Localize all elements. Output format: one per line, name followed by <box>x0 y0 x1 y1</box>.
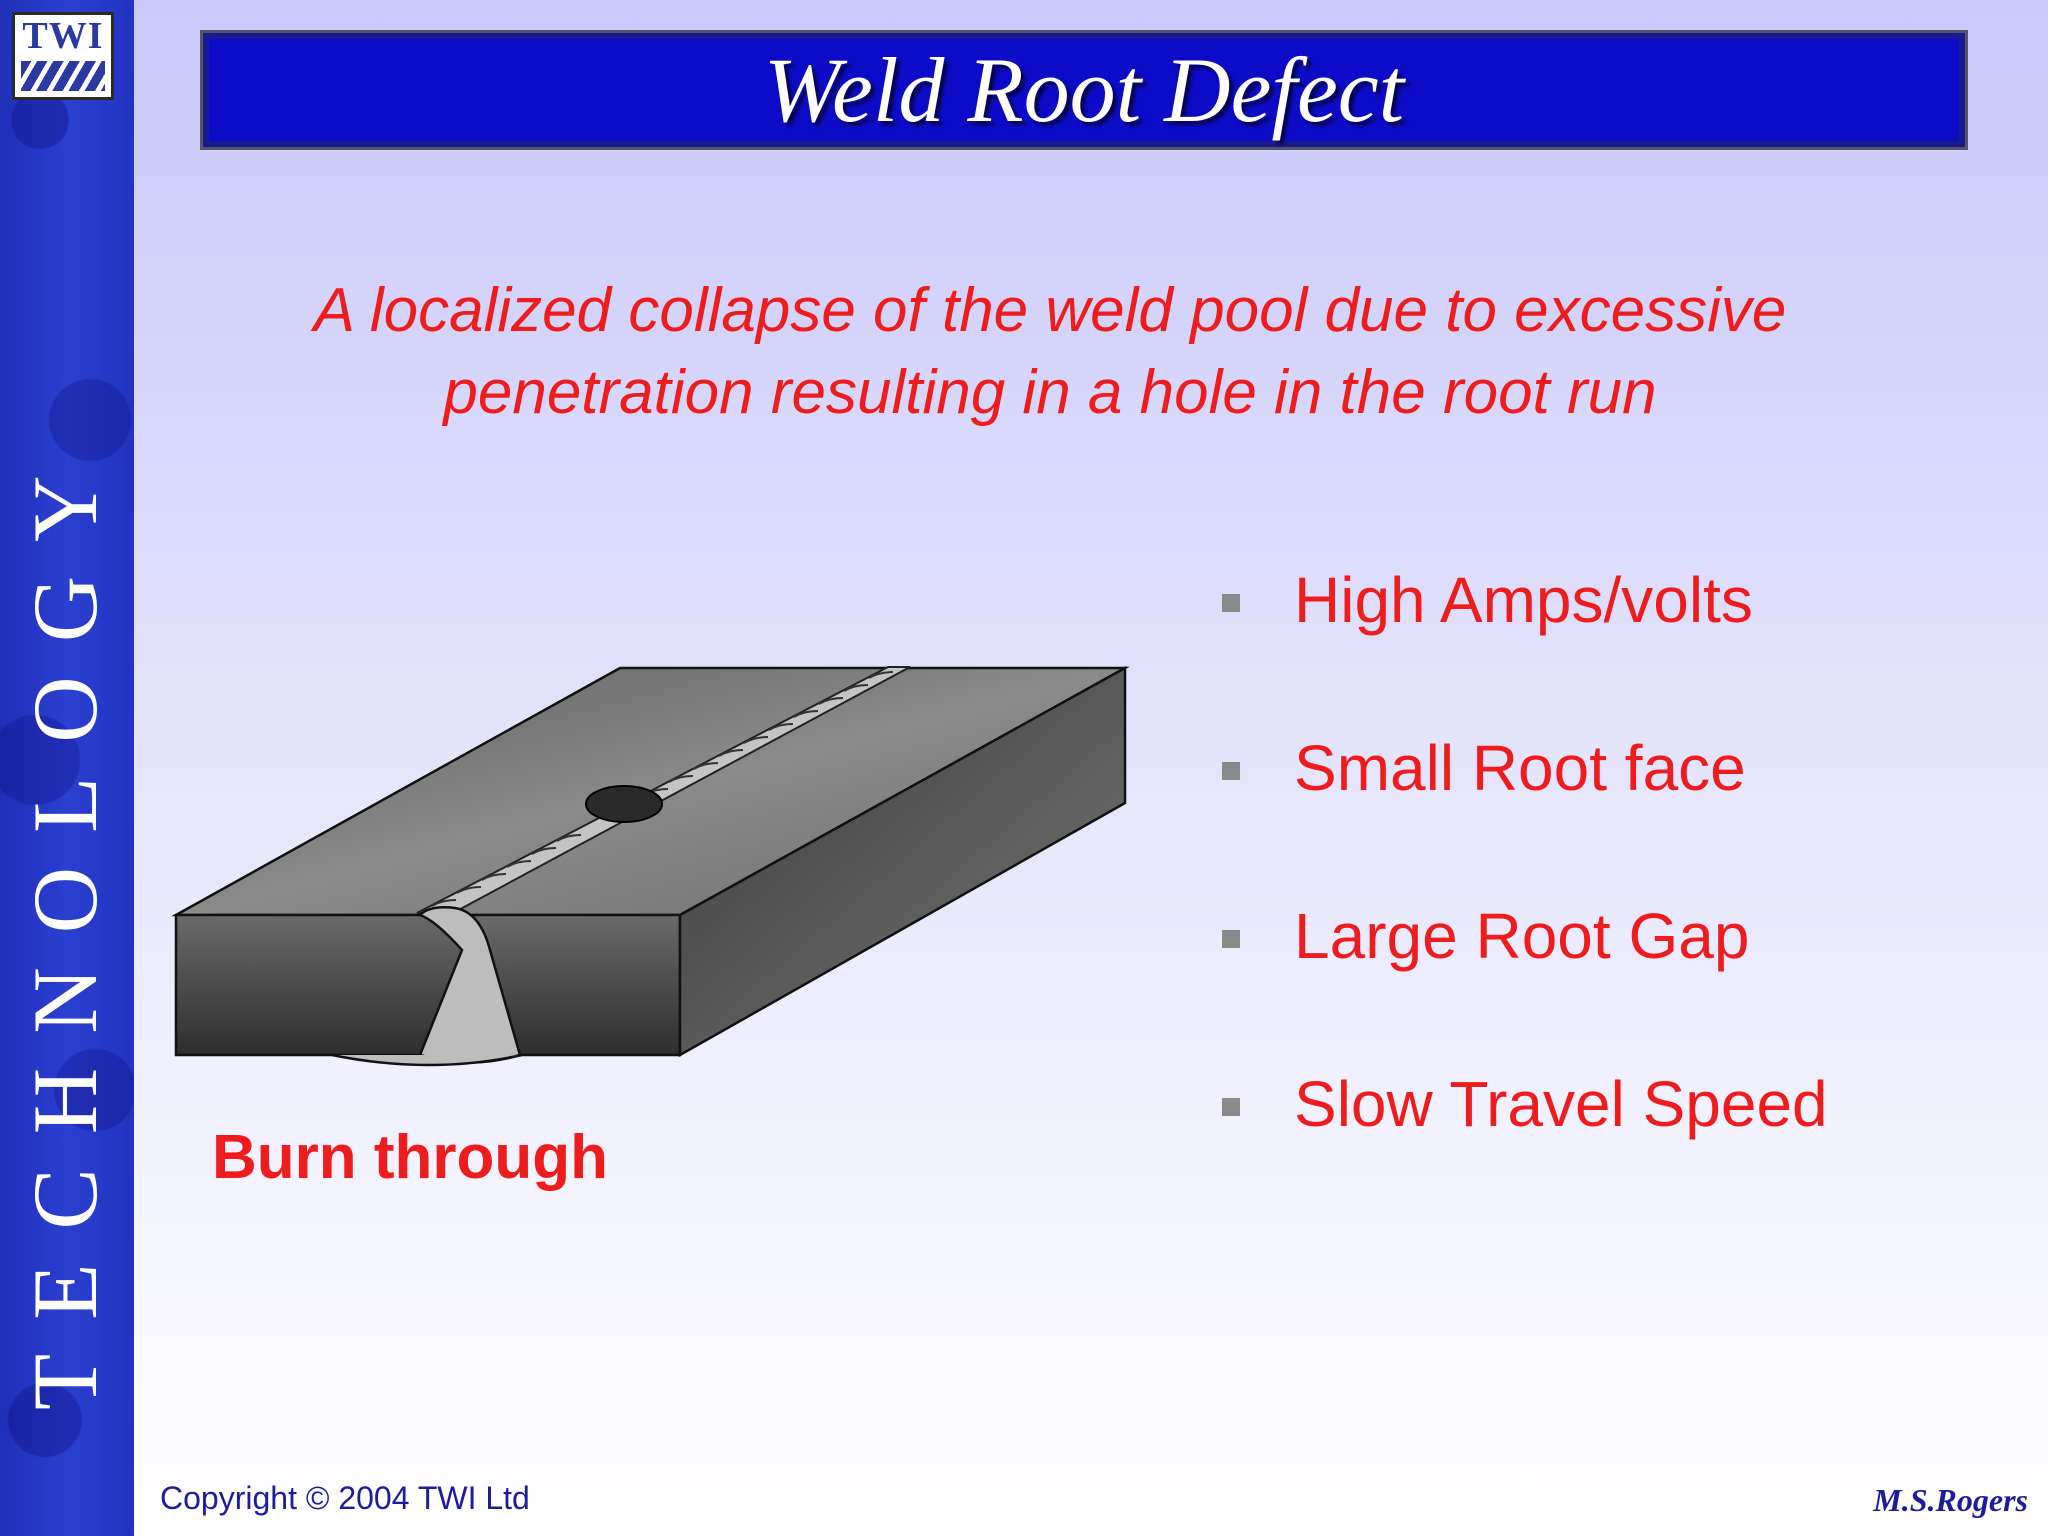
burn-through-hole <box>585 785 663 823</box>
slide-title: Weld Root Defect <box>763 39 1405 141</box>
sidebar-band: TWI TECHNOLOGY <box>0 0 134 1536</box>
weld-root-underbead <box>331 1053 523 1067</box>
logo-stripes <box>21 61 105 91</box>
bullet-square-icon <box>1222 594 1240 612</box>
bullet-square-icon <box>1222 930 1240 948</box>
author-signature: M.S.Rogers <box>1873 1482 2028 1518</box>
defect-definition: A localized collapse of the weld pool du… <box>313 276 1787 427</box>
bullet-square-icon <box>1222 762 1240 780</box>
bullet-square-icon <box>1222 1098 1240 1116</box>
weld-plate-illustration <box>171 665 1130 1067</box>
cause-label: Large Root Gap <box>1294 900 1750 972</box>
sidebar-technology-text: TECHNOLOGY <box>14 441 116 1410</box>
cause-label: Small Root face <box>1294 732 1746 804</box>
copyright-notice: Copyright © 2004 TWI Ltd <box>160 1480 530 1516</box>
logo-text: TWI <box>22 15 104 57</box>
cause-label: Slow Travel Speed <box>1294 1068 1828 1140</box>
title-bar: Weld Root Defect <box>200 30 1968 150</box>
figure-caption: Burn through <box>212 1123 609 1192</box>
cause-label: High Amps/volts <box>1294 564 1753 636</box>
plate-side-face <box>678 665 1127 1058</box>
weld-ripples <box>431 671 894 907</box>
twi-logo: TWI <box>12 12 114 100</box>
